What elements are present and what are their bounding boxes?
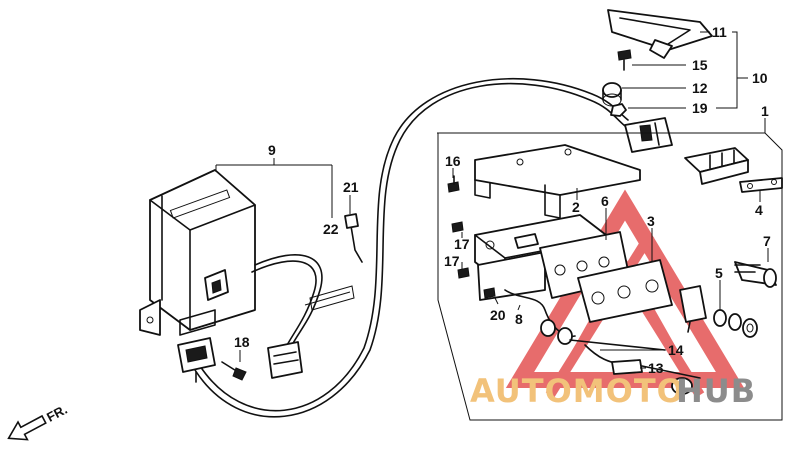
callout-3: 3: [647, 213, 655, 229]
connector-cover-11: [607, 9, 713, 59]
arrow-left-icon: [7, 414, 47, 441]
callout-18: 18: [234, 334, 250, 350]
callout-22: 22: [323, 221, 339, 237]
callout-13: 13: [648, 360, 664, 376]
front-direction-indicator: FR.: [7, 402, 70, 441]
callout-8: 8: [515, 311, 523, 327]
bulb-13: [611, 359, 701, 395]
module-pigtail: [254, 254, 323, 346]
watermark-part2: HUB: [676, 372, 756, 410]
screw-17-upper: [451, 221, 464, 233]
callout-11: 11: [712, 24, 727, 40]
callout-21: 21: [343, 179, 359, 195]
main-harness-cable: [194, 82, 626, 418]
callout-5: 5: [715, 265, 723, 281]
grommet-12: [602, 82, 622, 107]
module-connector-right: [267, 341, 303, 379]
direction-label: FR.: [44, 402, 70, 425]
callout-14: 14: [668, 342, 684, 358]
main-harness-cable-inner: [199, 78, 629, 412]
callout-6: 6: [601, 193, 609, 209]
connector-10: [624, 117, 673, 153]
screw-15: [617, 49, 632, 71]
callout-numbers: 11 15 10 12 19 1 9 16 21 2 6 4 22 3 17 7…: [234, 24, 771, 376]
callout-9: 9: [268, 142, 276, 158]
callout-16: 16: [445, 153, 461, 169]
callout-20: 20: [490, 307, 506, 323]
socket-7: [734, 261, 777, 288]
screw-17-lower: [457, 267, 470, 279]
screw-20: [483, 287, 496, 299]
callout-19: 19: [692, 100, 708, 116]
callout-17-lower: 17: [444, 253, 460, 269]
screw-16: [447, 175, 460, 193]
leader-lines: [215, 31, 769, 369]
callout-15: 15: [692, 57, 708, 73]
callout-12: 12: [692, 80, 708, 96]
callout-2: 2: [572, 199, 580, 215]
upper-bracket-2: [474, 144, 641, 219]
bracket-4: [739, 177, 783, 193]
callout-4: 4: [755, 202, 763, 218]
clip-21: [344, 213, 363, 263]
cover-plate-3: [577, 259, 673, 323]
callout-17-upper: 17: [454, 236, 470, 252]
callout-7: 7: [763, 233, 771, 249]
module-connector-left: [177, 337, 216, 383]
watermark-part1: AUTOMOTO: [470, 372, 685, 410]
callout-10: 10: [752, 70, 768, 86]
watermark-text: AUTOMOTO HUB: [470, 372, 756, 410]
callout-1: 1: [761, 103, 769, 119]
control-module: [139, 169, 256, 336]
switch-5: [679, 285, 758, 338]
bolt-18: [221, 361, 247, 381]
label-22: [304, 285, 355, 311]
switch-assembly-1: [684, 147, 749, 185]
nut-19: [610, 103, 627, 117]
